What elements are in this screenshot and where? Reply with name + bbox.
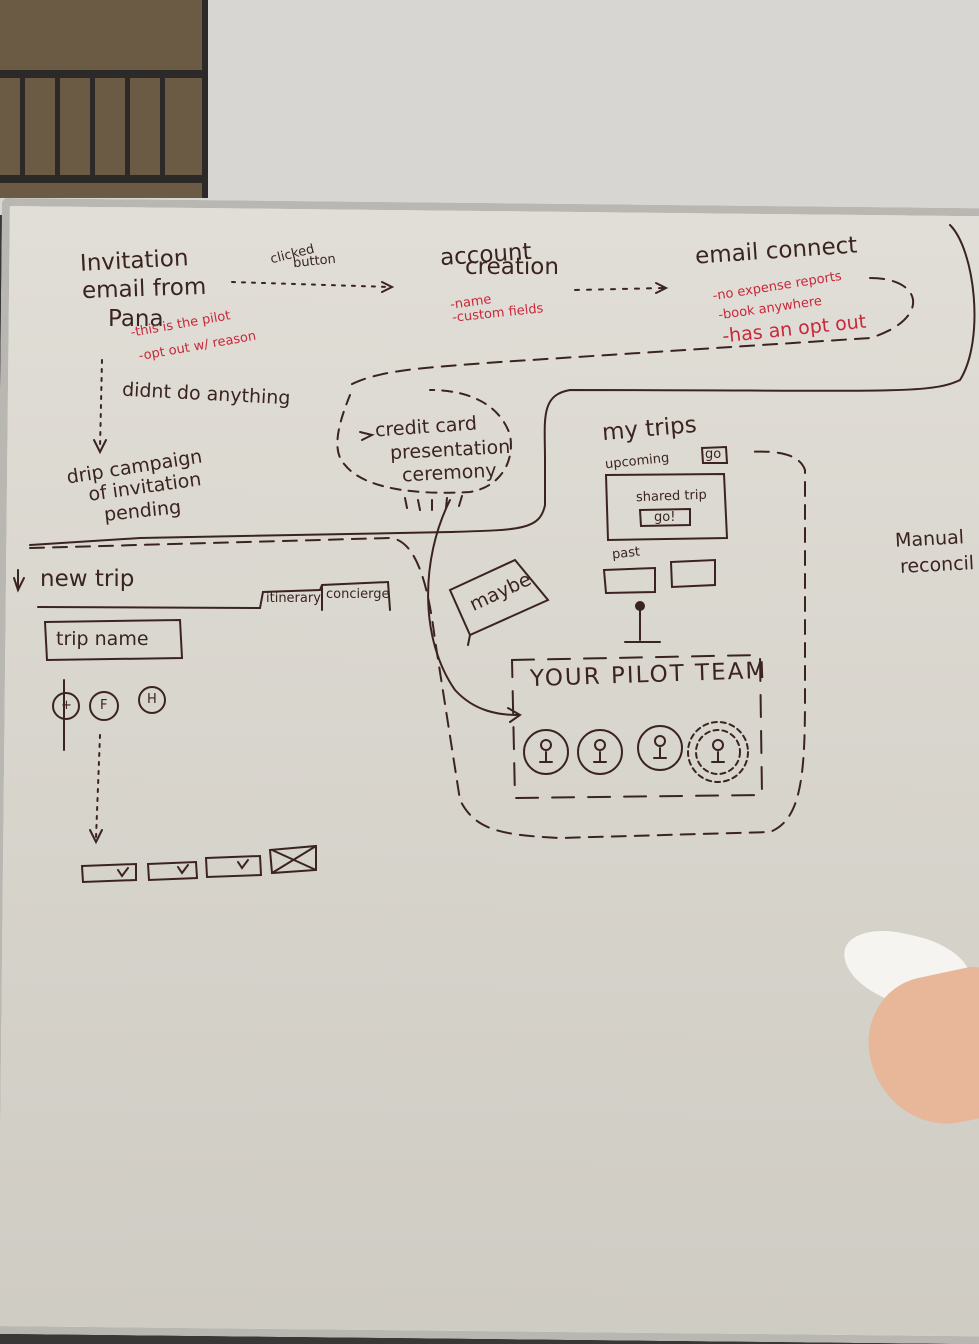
new-trip-title: new trip bbox=[40, 566, 135, 592]
tab-itinerary: itinerary bbox=[266, 591, 321, 606]
invitation-line1: Invitation bbox=[79, 245, 190, 277]
window bbox=[0, 0, 208, 198]
credit-card-line3: ceremony bbox=[401, 459, 498, 487]
account-creation-line2: creation bbox=[465, 254, 559, 280]
tab-concierge: concierge bbox=[326, 587, 390, 602]
circle-plus-label: + bbox=[61, 698, 72, 713]
invitation-line2: email from bbox=[81, 273, 207, 305]
go-button-label: go bbox=[705, 447, 722, 462]
past-label: past bbox=[611, 544, 641, 563]
whiteboard-sketch bbox=[13, 224, 976, 884]
shared-trip-label: shared trip bbox=[635, 487, 707, 506]
manual-line2: reconcil bbox=[899, 552, 975, 578]
manual-line1: Manual bbox=[894, 526, 965, 552]
trip-name-field: trip name bbox=[56, 628, 149, 650]
invitation-line3: Pana bbox=[108, 306, 164, 332]
circle-h-label: H bbox=[147, 692, 157, 707]
circle-f-label: F bbox=[100, 698, 108, 713]
go-button2-label: go! bbox=[654, 510, 676, 525]
